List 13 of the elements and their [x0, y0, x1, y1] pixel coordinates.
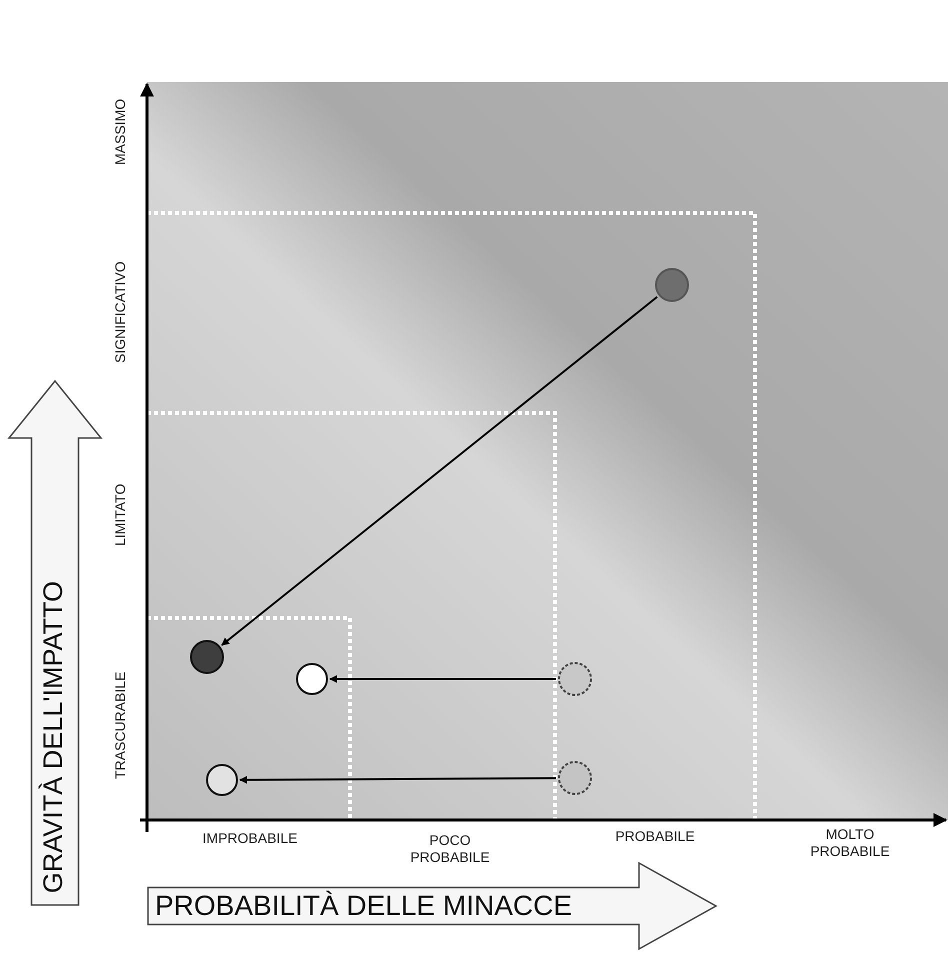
axis-title: GRAVITÀ DELL'IMPATTO: [38, 580, 68, 893]
axis-tick-label: MOLTO PROBABILE: [809, 826, 891, 860]
arrow: [329, 675, 556, 683]
axis-tick-label: SIGNIFICATIVO: [112, 260, 129, 365]
arrow: [221, 296, 658, 646]
arrow: [239, 776, 556, 784]
axis-tick-label: POCO PROBABILE: [409, 832, 491, 866]
axis-tick-label: PROBABILE: [614, 828, 696, 845]
axis-tick-label: MASSIMO: [112, 98, 129, 168]
axis-tick-label: IMPROBABILE: [202, 830, 298, 847]
axis-tick-label: TRASCURABILE: [112, 670, 129, 781]
axis-title: PROBABILITÀ DELLE MINACCE: [155, 890, 572, 922]
axis-tick-label: LIMITATO: [112, 482, 129, 548]
